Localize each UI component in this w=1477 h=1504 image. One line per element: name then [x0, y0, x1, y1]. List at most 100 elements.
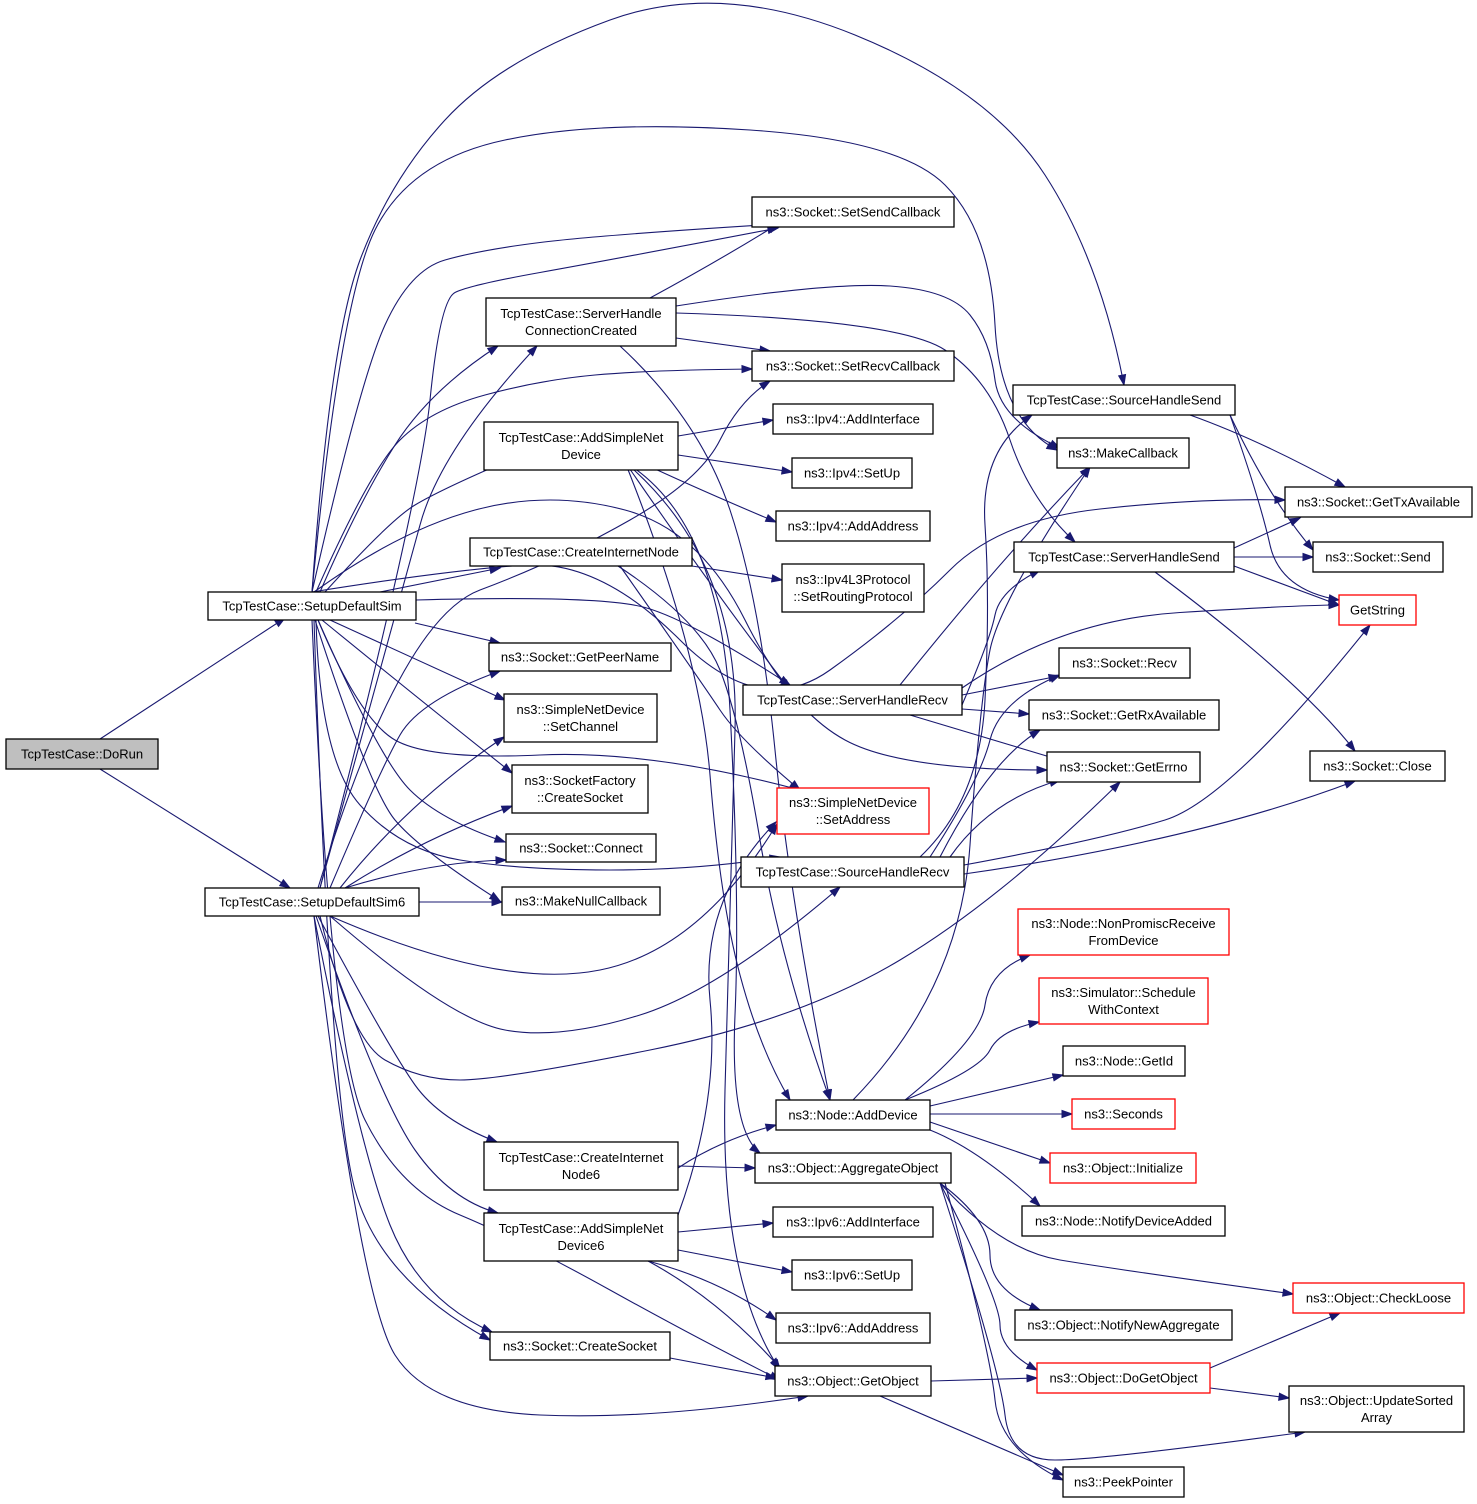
node-box	[1284, 486, 1473, 518]
node-geterrno[interactable]: ns3::Socket::GetErrno	[1046, 751, 1201, 783]
edge-line	[319, 781, 1121, 1081]
arrowhead	[1028, 1302, 1042, 1311]
arrowhead	[1302, 539, 1314, 552]
node-box	[1056, 437, 1190, 469]
node-label: ns3::Object::Initialize	[1063, 1161, 1183, 1176]
node-dorun[interactable]: TcpTestCase::DoRun	[5, 738, 159, 770]
node-getid[interactable]: ns3::Node::GetId	[1062, 1045, 1186, 1077]
arrowhead	[780, 1088, 791, 1102]
node-makenull[interactable]: ns3::MakeNullCallback	[501, 886, 661, 916]
arrowhead	[488, 670, 502, 679]
node-sockfactory[interactable]: ns3::SocketFactory::CreateSocket	[511, 764, 649, 814]
node-label: ns3::Socket::SetRecvCallback	[766, 359, 941, 374]
edge-serversend-to-getstring	[1233, 565, 1341, 606]
arrowhead	[1288, 517, 1302, 527]
node-label: ns3::Ipv4::AddInterface	[786, 412, 920, 427]
arrowhead	[526, 344, 539, 357]
node-label: ns3::Node::NonPromiscReceive	[1031, 916, 1215, 931]
node-setchannel[interactable]: ns3::SimpleNetDevice::SetChannel	[503, 693, 658, 743]
node-gettxavail[interactable]: ns3::Socket::GetTxAvailable	[1284, 486, 1473, 518]
edge-getobject-to-peekpointer	[879, 1395, 1065, 1476]
node-sourcesend[interactable]: TcpTestCase::SourceHandleSend	[1012, 384, 1236, 416]
edge-sourcerecv-to-getstring	[963, 623, 1371, 866]
node-box	[775, 510, 931, 542]
node-ipv6setup[interactable]: ns3::Ipv6::SetUp	[791, 1259, 913, 1291]
node-dogetobject[interactable]: ns3::Object::DoGetObject	[1036, 1362, 1211, 1394]
node-getobject[interactable]: ns3::Object::GetObject	[774, 1365, 932, 1397]
edge-createinet-to-nodeadddev	[617, 565, 831, 1102]
node-makecallback[interactable]: ns3::MakeCallback	[1056, 437, 1190, 469]
node-box	[1309, 750, 1446, 782]
node-label: ns3::Ipv4L3Protocol	[796, 572, 911, 587]
node-setupsim6[interactable]: TcpTestCase::SetupDefaultSim6	[204, 887, 420, 917]
edge-setupsim6-to-setchannel	[339, 736, 506, 889]
arrowhead	[1029, 1195, 1042, 1208]
node-notifyagg[interactable]: ns3::Object::NotifyNewAggregate	[1014, 1309, 1233, 1341]
edge-line	[619, 565, 801, 791]
node-serverconn[interactable]: TcpTestCase::ServerHandleConnectionCreat…	[485, 297, 677, 347]
node-send[interactable]: ns3::Socket::Send	[1312, 541, 1444, 573]
node-box	[1071, 1098, 1176, 1130]
edge-line	[1189, 414, 1346, 488]
edge-addsimple-to-aggregate	[624, 461, 762, 1154]
node-ipv4addif[interactable]: ns3::Ipv4::AddInterface	[772, 403, 934, 435]
node-setupsim[interactable]: TcpTestCase::SetupDefaultSim	[207, 591, 417, 621]
node-ipv4l3[interactable]: ns3::Ipv4L3Protocol::SetRoutingProtocol	[781, 563, 925, 613]
edge-serverrecv-to-recv	[961, 673, 1061, 696]
node-nodeadddev[interactable]: ns3::Node::AddDevice	[775, 1099, 931, 1131]
node-label: ns3::Ipv6::AddInterface	[786, 1215, 920, 1230]
node-label: ns3::Socket::Send	[1325, 550, 1431, 565]
edge-line	[677, 1124, 777, 1169]
edge-line	[852, 466, 1091, 1101]
node-ipv4setup[interactable]: ns3::Ipv4::SetUp	[791, 457, 913, 489]
node-label: ns3::SimpleNetDevice	[517, 702, 645, 717]
edge-line	[899, 466, 1091, 686]
node-recv[interactable]: ns3::Socket::Recv	[1058, 647, 1191, 679]
node-getstring[interactable]: GetString	[1338, 594, 1417, 626]
arrowhead	[749, 1143, 762, 1154]
node-checkloose[interactable]: ns3::Object::CheckLoose	[1292, 1282, 1465, 1314]
node-aggregate[interactable]: ns3::Object::AggregateObject	[754, 1152, 952, 1184]
edge-line	[963, 624, 1371, 866]
node-setrecvcb[interactable]: ns3::Socket::SetRecvCallback	[751, 350, 955, 382]
edge-serversend-to-send	[1234, 552, 1315, 562]
node-setsendcb[interactable]: ns3::Socket::SetSendCallback	[751, 196, 955, 228]
node-createinet[interactable]: TcpTestCase::CreateInternetNode	[469, 537, 693, 567]
node-notifydev[interactable]: ns3::Node::NotifyDeviceAdded	[1021, 1205, 1226, 1237]
node-createsocket[interactable]: ns3::Socket::CreateSocket	[489, 1331, 671, 1361]
edge-line	[961, 708, 1030, 715]
node-initialize[interactable]: ns3::Object::Initialize	[1049, 1152, 1197, 1184]
edge-line	[677, 821, 777, 1216]
node-seconds[interactable]: ns3::Seconds	[1071, 1098, 1176, 1130]
edge-line	[379, 567, 501, 593]
edge-setupsim-to-geterrno	[313, 499, 1049, 775]
edge-line	[961, 675, 1060, 696]
arrowhead	[1327, 597, 1341, 606]
node-label: Array	[1361, 1410, 1393, 1425]
node-simpleaddr[interactable]: ns3::SimpleNetDevice::SetAddress	[776, 787, 930, 835]
node-box	[483, 421, 679, 471]
node-serversend[interactable]: TcpTestCase::ServerHandleSend	[1013, 541, 1235, 573]
node-serverrecv[interactable]: TcpTestCase::ServerHandleRecv	[742, 684, 963, 716]
arrowhead	[485, 1134, 499, 1143]
node-sourcerecv[interactable]: TcpTestCase::SourceHandleRecv	[740, 856, 965, 888]
node-connect[interactable]: ns3::Socket::Connect	[505, 833, 657, 863]
node-peekpointer[interactable]: ns3::PeekPointer	[1062, 1466, 1185, 1498]
arrowhead	[1109, 780, 1122, 793]
node-getpeername[interactable]: ns3::Socket::GetPeerName	[488, 642, 672, 672]
node-close[interactable]: ns3::Socket::Close	[1309, 750, 1446, 782]
node-getrxavail[interactable]: ns3::Socket::GetRxAvailable	[1028, 699, 1220, 731]
node-label: ::SetRoutingProtocol	[793, 589, 912, 604]
edge-line	[315, 619, 781, 871]
node-ipv6addif[interactable]: ns3::Ipv6::AddInterface	[772, 1206, 934, 1238]
node-ipv4addaddr[interactable]: ns3::Ipv4::AddAddress	[775, 510, 931, 542]
node-ipv6addaddr[interactable]: ns3::Ipv6::AddAddress	[775, 1312, 931, 1344]
edge-line	[939, 1182, 1294, 1295]
